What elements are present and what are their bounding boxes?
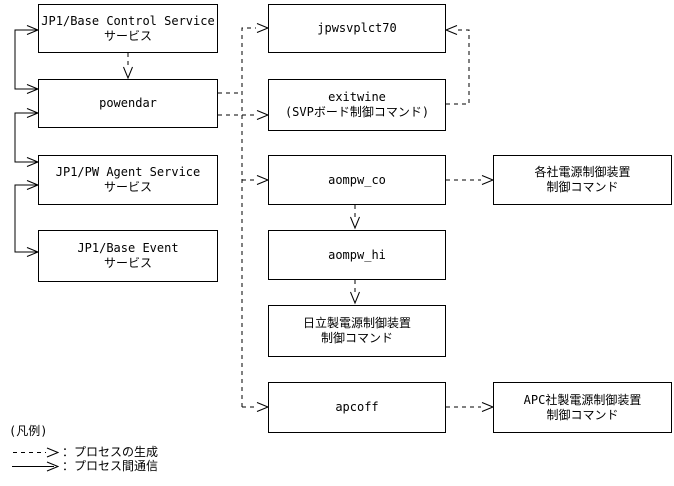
box-aompw-co: aompw_co: [268, 155, 446, 205]
box-jp1-base-event: JP1/Base Event サービス: [38, 230, 218, 282]
create-arrow-aompw-co-to-vendor-cmd: [446, 175, 495, 185]
create-arrow-aompw-hi-to-hitachi-cmd: [350, 280, 360, 305]
box-apc-power-control-cmd-label: APC社製電源制御装置 制御コマンド: [523, 392, 642, 422]
box-jp1-base-event-label: JP1/Base Event サービス: [77, 241, 179, 270]
box-jp1-pw-agent-service: JP1/PW Agent Service サービス: [38, 155, 218, 205]
legend-dashed-arrow-icon: [13, 447, 59, 457]
box-vendor-power-control-cmd: 各社電源制御装置 制御コマンド: [493, 155, 672, 205]
box-powendar: powendar: [38, 79, 218, 128]
legend-item-process-creation: ：プロセスの生成: [13, 445, 158, 459]
create-arrow-control-to-powendar: [123, 53, 133, 80]
box-jp1-pw-agent-service-label: JP1/PW Agent Service サービス: [55, 165, 201, 194]
create-arrow-powendar-to-apcoff: [242, 402, 270, 412]
box-apcoff: apcoff: [268, 382, 446, 433]
comm-link-powendar-agent: [14, 108, 40, 167]
legend-solid-arrow-icon: [12, 461, 59, 471]
legend-title: (凡例): [9, 424, 48, 438]
box-aompw-hi-label: aompw_hi: [328, 247, 386, 262]
legend-process-creation-label: ：プロセスの生成: [62, 445, 159, 459]
box-exitwine-label: exitwine (SVPボード制御コマンド): [284, 90, 430, 119]
box-hitachi-power-control-cmd: 日立製電源制御装置 制御コマンド: [268, 305, 446, 357]
box-vendor-power-control-cmd-label: 各社電源制御装置 制御コマンド: [534, 165, 631, 194]
create-arrow-powendar-to-aompw-co: [242, 175, 270, 185]
box-exitwine: exitwine (SVPボード制御コマンド): [268, 79, 446, 131]
box-jpwsvplct70-label: jpwsvplct70: [317, 21, 397, 35]
box-aompw-co-label: aompw_co: [328, 172, 386, 187]
create-arrow-powendar-to-jpwsvplct70: [218, 23, 270, 407]
create-arrow-exitwine-to-jpwsvplct70: [444, 25, 470, 105]
box-powendar-label: powendar: [99, 96, 157, 110]
box-jp1-base-control-service-label: JP1/Base Control Service サービス: [41, 13, 215, 43]
box-apc-power-control-cmd: APC社製電源制御装置 制御コマンド: [493, 382, 672, 433]
create-arrow-aompw-co-to-aompw-hi: [350, 205, 360, 230]
box-apcoff-label: apcoff: [335, 400, 379, 414]
comm-link-control-powendar: [14, 25, 40, 94]
legend-item-process-communication: ：プロセス間通信: [12, 459, 158, 473]
create-arrow-apcoff-to-apc-cmd: [446, 402, 495, 412]
comm-link-agent-event: [14, 180, 40, 257]
box-aompw-hi: aompw_hi: [268, 230, 446, 280]
box-jp1-base-control-service: JP1/Base Control Service サービス: [38, 4, 218, 53]
box-jpwsvplct70: jpwsvplct70: [268, 4, 446, 53]
create-arrow-powendar-to-exitwine: [218, 110, 270, 120]
box-hitachi-power-control-cmd-label: 日立製電源制御装置 制御コマンド: [302, 316, 411, 345]
legend-process-communication-label: ：プロセス間通信: [62, 459, 159, 473]
